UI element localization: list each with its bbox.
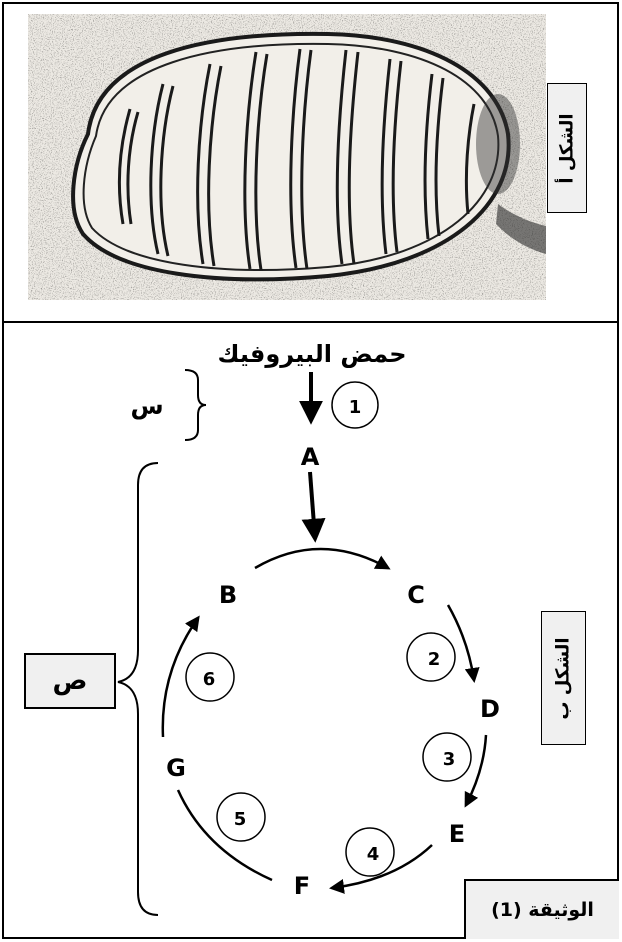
step-label-3: 3 bbox=[443, 749, 456, 770]
node-f: F bbox=[294, 872, 310, 900]
node-b: B bbox=[219, 581, 237, 609]
step-label-4: 4 bbox=[367, 844, 380, 865]
node-g: G bbox=[166, 754, 186, 782]
node-e: E bbox=[449, 820, 465, 848]
figure-b-label: الشكل ب bbox=[541, 611, 586, 745]
step-label-6: 6 bbox=[203, 669, 216, 690]
bracket-label-sad: ص bbox=[24, 653, 116, 709]
node-c: C bbox=[407, 581, 425, 609]
step-label-1: 1 bbox=[349, 397, 362, 418]
node-a: A bbox=[301, 443, 320, 471]
brace-cycle bbox=[118, 463, 158, 915]
arrow-b-to-c bbox=[255, 549, 388, 568]
arrow-d-to-e bbox=[466, 735, 486, 805]
bracket-label-seen: س bbox=[130, 392, 163, 420]
document-label: الوثيقة (1) bbox=[464, 879, 619, 939]
pyruvic-acid-title: حمض البيروفيك bbox=[217, 340, 406, 368]
step-label-2: 2 bbox=[428, 649, 441, 670]
step-label-5: 5 bbox=[234, 809, 247, 830]
node-d: D bbox=[480, 695, 500, 723]
arrow-a-to-cycle bbox=[310, 472, 315, 538]
brace-top bbox=[185, 370, 206, 440]
